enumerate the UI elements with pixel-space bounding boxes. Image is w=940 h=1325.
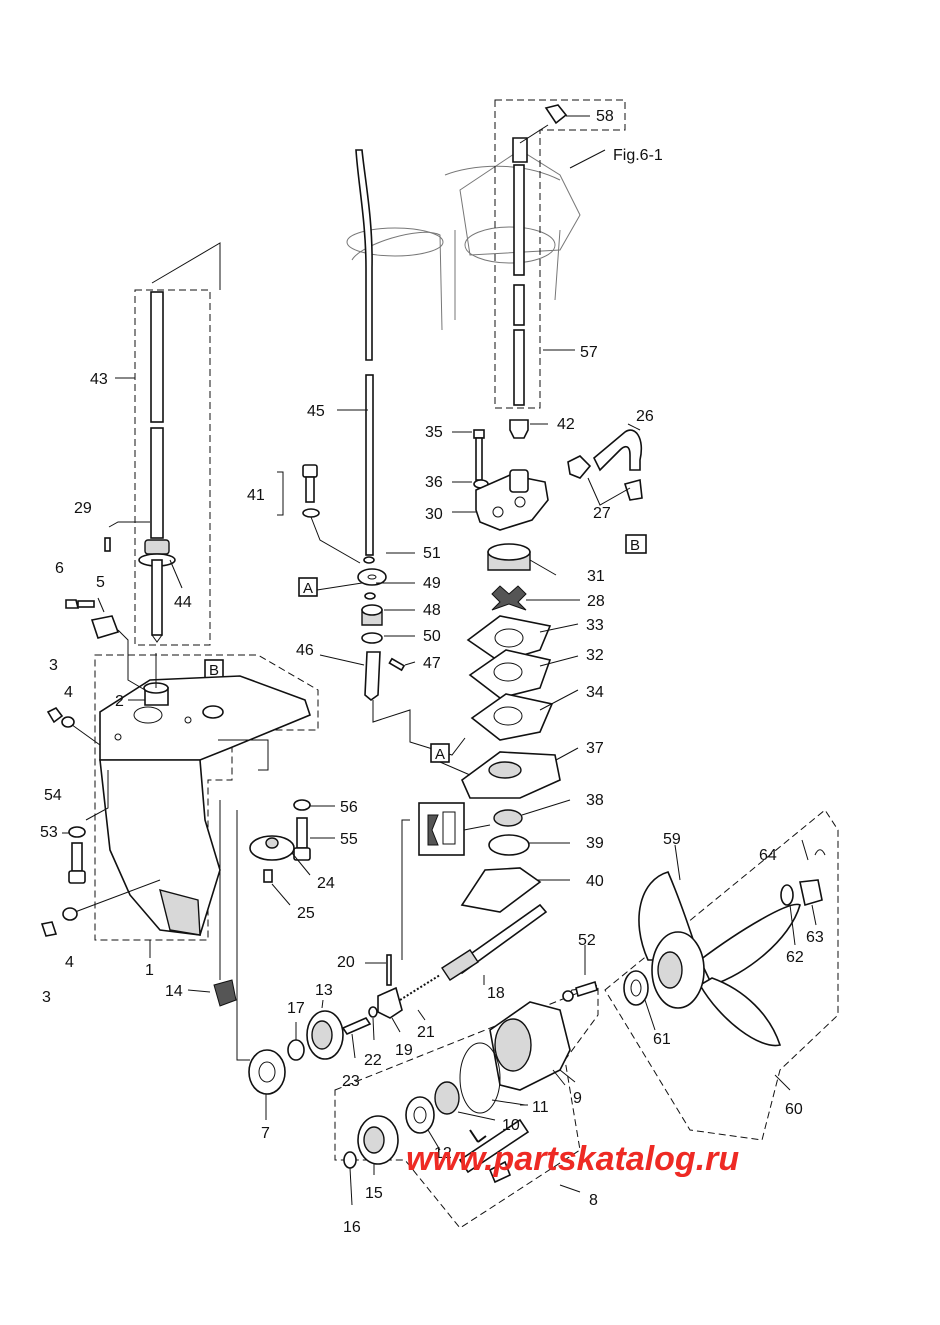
callout-17: 17	[287, 1000, 305, 1017]
callout-23: 23	[342, 1073, 360, 1090]
callout-55: 55	[340, 831, 358, 848]
callout-3-lower: 3	[42, 989, 51, 1006]
callout-1: 1	[145, 962, 154, 979]
callout-59: 59	[663, 831, 681, 848]
gear-case-group	[67, 653, 319, 958]
callout-52: 52	[578, 932, 596, 949]
callout-58: 58	[596, 108, 614, 125]
callout-15: 15	[365, 1185, 383, 1202]
callout-40: 40	[586, 873, 604, 890]
callout-8: 8	[589, 1192, 598, 1209]
callout-62: 62	[786, 949, 804, 966]
callout-42: 42	[557, 416, 575, 433]
callout-43: 43	[90, 371, 108, 388]
shift-rod-45	[337, 149, 375, 564]
callout-44: 44	[174, 594, 192, 611]
fasteners-center	[218, 739, 335, 906]
callout-29: 29	[74, 500, 92, 517]
callout-64: 64	[759, 847, 777, 864]
callout-25: 25	[297, 905, 315, 922]
callout-2: 2	[115, 693, 124, 710]
callout-38: 38	[586, 792, 604, 809]
callout-4-lower: 4	[65, 954, 74, 971]
callout-37: 37	[586, 740, 604, 757]
callout-13: 13	[315, 982, 333, 999]
propeller-shaft	[365, 819, 548, 1033]
water-pump-housing	[452, 419, 647, 554]
forward-gear-parts	[187, 800, 378, 1120]
bolt-washer-41	[277, 464, 361, 564]
marker-b-upper-label: B	[209, 662, 219, 679]
powerhead-ghost-outline	[346, 149, 581, 331]
callout-16: 16	[343, 1219, 361, 1236]
callout-54: 54	[44, 787, 62, 804]
callout-19: 19	[395, 1042, 413, 1059]
callout-61: 61	[653, 1031, 671, 1048]
callout-63: 63	[806, 929, 824, 946]
marker-box-a-upper: A	[298, 577, 363, 597]
callout-60: 60	[785, 1101, 803, 1118]
callout-30: 30	[425, 506, 443, 523]
callout-34: 34	[586, 684, 604, 701]
callout-31: 31	[587, 568, 605, 585]
callout-27: 27	[593, 505, 611, 522]
callout-32: 32	[586, 647, 604, 664]
callout-5: 5	[96, 574, 105, 591]
callout-39: 39	[586, 835, 604, 852]
callout-50: 50	[423, 628, 441, 645]
callout-36: 36	[425, 474, 443, 491]
callout-56: 56	[340, 799, 358, 816]
callout-46: 46	[296, 642, 314, 659]
callout-28: 28	[587, 593, 605, 610]
callout-47: 47	[423, 655, 441, 672]
callout-11: 11	[532, 1099, 549, 1116]
propeller-group	[604, 809, 839, 1141]
callout-24: 24	[317, 875, 335, 892]
callout-53: 53	[40, 824, 58, 841]
callout-7: 7	[261, 1125, 270, 1142]
callout-labels: 1 2 3 3 4 4 5 6 7 8 9 10 11 12 13 14 15 …	[40, 108, 824, 1236]
callout-48: 48	[423, 602, 441, 619]
fasteners-left	[40, 597, 146, 937]
callout-9: 9	[573, 1090, 582, 1107]
callout-14: 14	[165, 983, 183, 1000]
bearing-housing-group	[334, 945, 599, 1229]
driveshaft-group	[104, 242, 221, 646]
watermark-text: www.partskatalog.ru	[406, 1140, 739, 1178]
callout-33: 33	[586, 617, 604, 634]
callout-35: 35	[425, 424, 443, 441]
pump-stack	[418, 543, 580, 913]
callout-18: 18	[487, 985, 505, 1002]
marker-box-b-right: B	[630, 537, 640, 554]
marker-a-upper-label: A	[303, 580, 313, 597]
callout-51: 51	[423, 545, 441, 562]
callout-45: 45	[307, 403, 325, 420]
marker-box-a-lower: A	[430, 743, 471, 776]
callout-26: 26	[636, 408, 654, 425]
callout-10: 10	[502, 1117, 520, 1134]
callout-49: 49	[423, 575, 441, 592]
shift-rod-seals	[319, 552, 466, 756]
marker-a-lower-label: A	[435, 746, 445, 763]
callout-20: 20	[337, 954, 355, 971]
callout-3-upper: 3	[49, 657, 58, 674]
water-pipe-group	[494, 99, 626, 409]
callout-21: 21	[417, 1024, 435, 1041]
callout-22: 22	[364, 1052, 382, 1069]
callout-41: 41	[247, 487, 265, 504]
figure-reference: Fig.6-1	[613, 147, 663, 164]
misc-leaders	[128, 699, 566, 1106]
callout-57: 57	[580, 344, 598, 361]
callout-4-upper: 4	[64, 684, 73, 701]
marker-b-right-label: B	[630, 537, 640, 554]
callout-6: 6	[55, 560, 64, 577]
callout-12: 12	[434, 1145, 452, 1162]
